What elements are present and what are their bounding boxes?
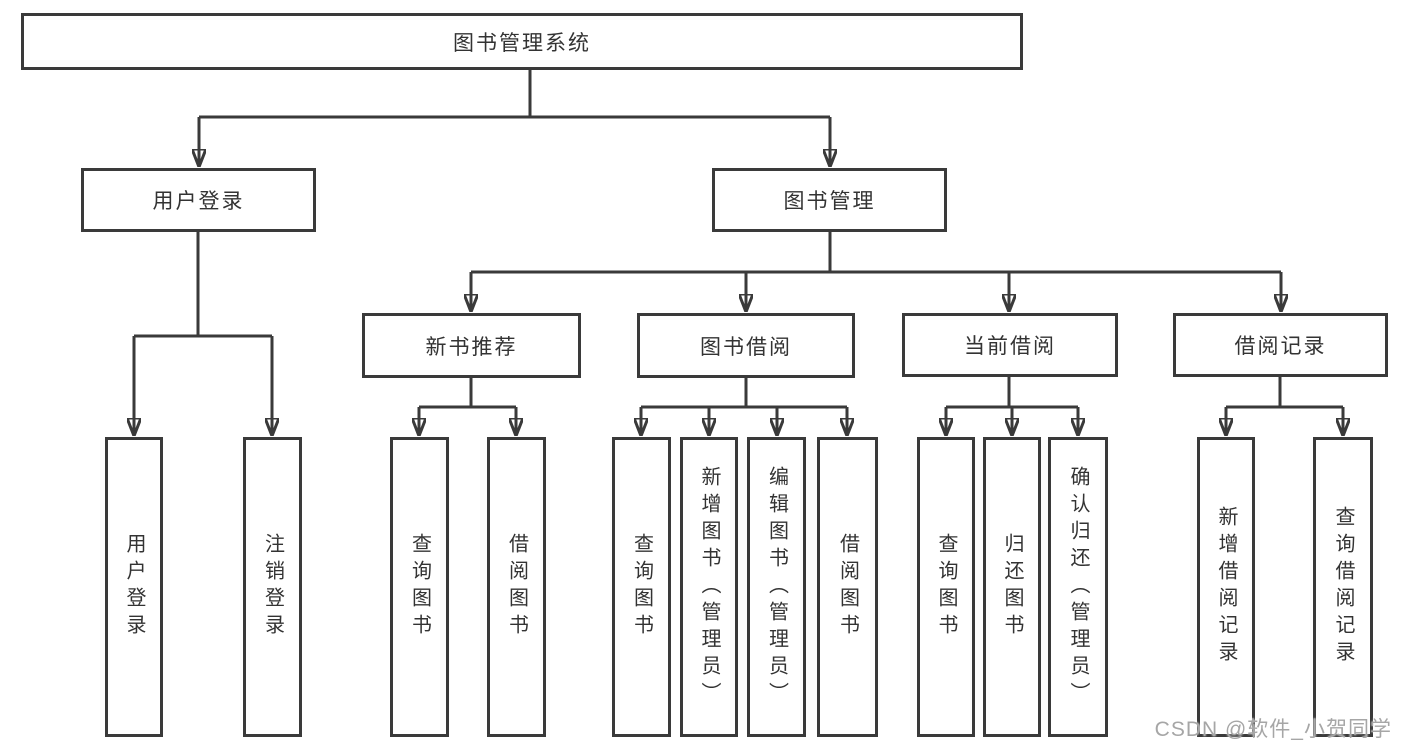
node-user-login: 用户登录: [81, 168, 316, 232]
leaf-user-login: 用户登录: [105, 437, 163, 737]
node-book-borrowing: 图书借阅: [637, 313, 855, 378]
leaf-borrow-books-recommend: 借阅图书: [487, 437, 546, 737]
node-book-management: 图书管理: [712, 168, 947, 232]
leaf-query-books-borrowing: 查询图书: [612, 437, 671, 737]
leaf-query-borrow-record: 查询借阅记录: [1313, 437, 1373, 737]
node-root-library-management-system: 图书管理系统: [21, 13, 1023, 70]
leaf-confirm-return-admin: 确认归还（管理员）: [1048, 437, 1108, 737]
leaf-add-borrow-record: 新增借阅记录: [1197, 437, 1255, 737]
node-current-borrowing: 当前借阅: [902, 313, 1118, 377]
leaf-logout: 注销登录: [243, 437, 302, 737]
leaf-query-books-recommend: 查询图书: [390, 437, 449, 737]
csdn-watermark: CSDN @软件_小贺同学: [1154, 718, 1392, 741]
leaf-return-book: 归还图书: [983, 437, 1041, 737]
node-new-book-recommendation: 新书推荐: [362, 313, 581, 378]
leaf-edit-book-admin: 编辑图书（管理员）: [747, 437, 806, 737]
node-borrowing-records: 借阅记录: [1173, 313, 1388, 377]
leaf-borrow-books-borrowing: 借阅图书: [817, 437, 878, 737]
leaf-query-books-current: 查询图书: [917, 437, 975, 737]
leaf-add-book-admin: 新增图书（管理员）: [680, 437, 738, 737]
